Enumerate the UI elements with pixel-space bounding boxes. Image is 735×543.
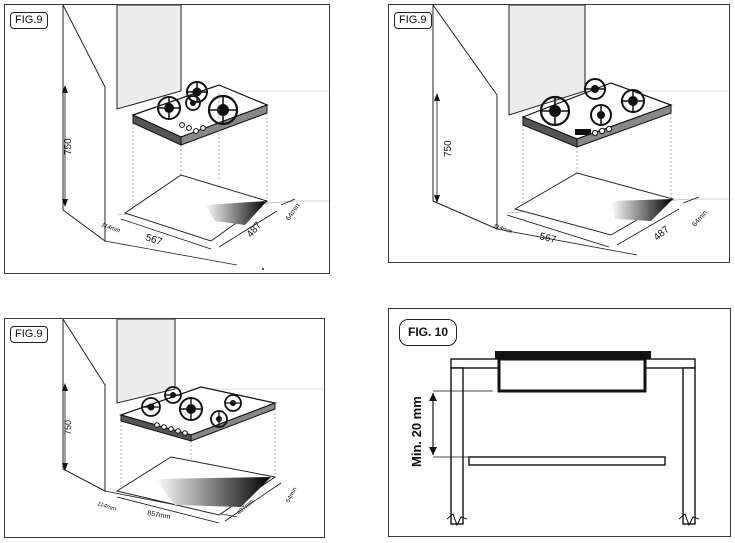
burner-front (590, 104, 612, 126)
burner-large-left (539, 95, 571, 127)
fig9-panel-2: 750 567 487 64min 114mm FIG.9 (388, 4, 731, 263)
hob-plate (495, 351, 651, 359)
height-label: 750 (63, 138, 74, 155)
burner-front-left (185, 95, 201, 111)
cutout-shadow (155, 477, 271, 507)
height-label: 750 (443, 140, 454, 157)
burner-right-back (224, 394, 242, 412)
back-gap-label: 64min (691, 209, 709, 228)
hob-installation-drawing: 750 857mm 487mm 64min 114mm (62, 319, 326, 524)
hob-body (497, 357, 647, 393)
side-gap-label: 114mm (96, 501, 116, 513)
burner-back (584, 78, 606, 100)
figure-label: FIG.9 (394, 12, 432, 29)
wall-side (62, 319, 106, 492)
projection-lines (120, 409, 276, 491)
clearance-diagram: Min. 20 mm (409, 351, 700, 527)
burner-right-front (210, 410, 228, 428)
control-knobs (575, 125, 613, 137)
projection-lines (132, 93, 268, 205)
break-mark-right (678, 513, 700, 527)
projection-lines (522, 113, 672, 203)
fig9-panel-1: 750 567 487 64min 114mm FIG.9 (4, 4, 331, 274)
cutout-shadow (611, 199, 673, 221)
burner-back-left (157, 96, 181, 120)
cabinet-right-side (682, 367, 696, 525)
control-knobs (179, 122, 206, 134)
depth-label: 487 (652, 224, 672, 243)
back-gap-label: 64min (285, 202, 302, 222)
clearance-label: Min. 20 mm (409, 396, 424, 467)
burner-center-wok (179, 397, 203, 421)
burner-back (164, 386, 182, 404)
figure-label: FIG.9 (10, 326, 48, 343)
height-label: 750 (63, 420, 73, 435)
break-mark-left (446, 513, 468, 527)
cutout-shadow (205, 201, 267, 225)
burner-right (621, 89, 645, 113)
wall-cabinet (116, 5, 182, 110)
figure-label: FIG.9 (10, 12, 48, 29)
figure-label: FIG. 10 (399, 319, 458, 346)
width-label: 567 (538, 231, 557, 246)
width-label: 857mm (147, 510, 171, 521)
fig10-panel: Min. 20 mm FIG. 10 (388, 308, 731, 537)
hob-installation-drawing: 750 567 487 64min 114mm (432, 5, 731, 256)
hob-installation-drawing: 750 567 487 64min 114mm (62, 5, 331, 266)
burner-front-right-large (207, 94, 239, 126)
back-gap-label: 64min (285, 487, 298, 504)
depth-label: 487 (245, 220, 264, 240)
wall-side (62, 5, 106, 242)
control-knobs (154, 422, 188, 436)
side-gap-label: 114mm (492, 223, 512, 235)
wall-side (432, 5, 498, 230)
shelf (468, 456, 666, 466)
burner-back-right (186, 81, 208, 103)
scan-speck (262, 268, 264, 270)
fig9-panel-3: 750 857mm 487mm 64min 114mm FIG.9 (4, 318, 326, 538)
burner-left (141, 397, 161, 417)
width-label: 567 (144, 232, 164, 248)
